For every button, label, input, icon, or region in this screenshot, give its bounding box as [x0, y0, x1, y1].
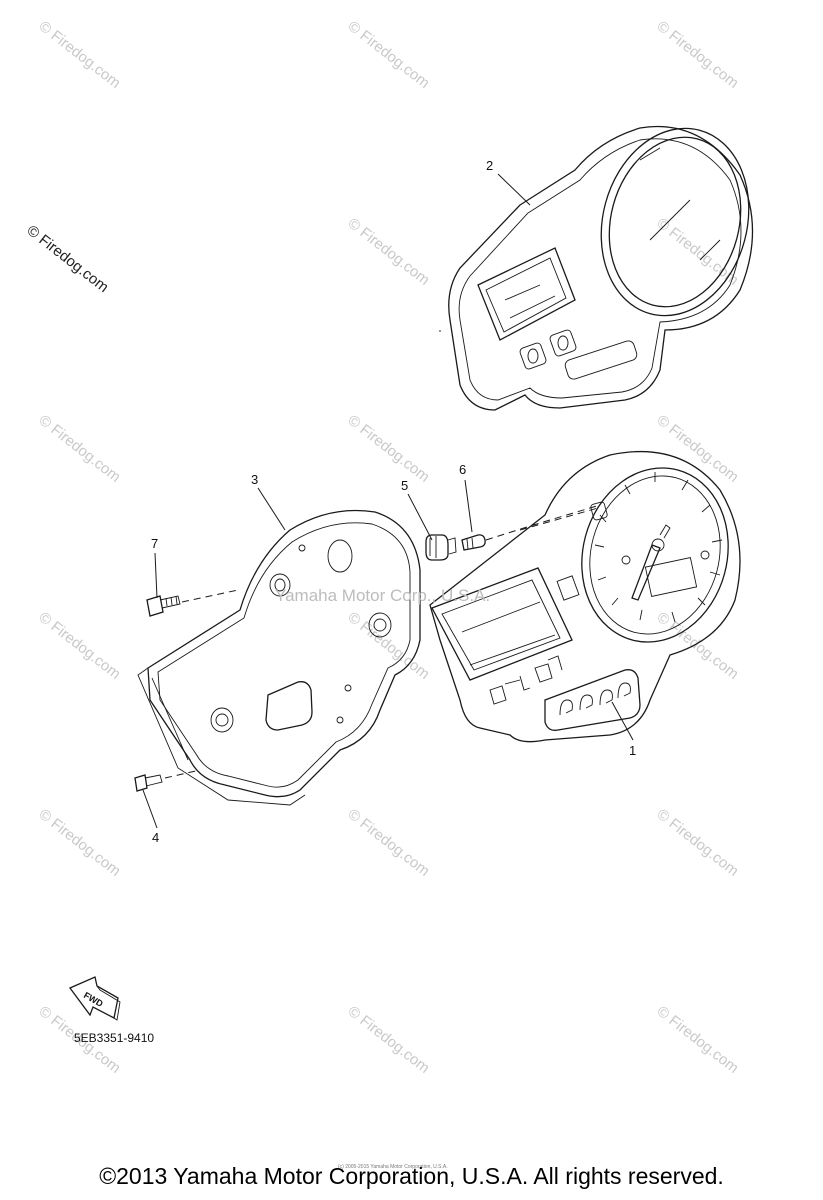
callout-3: 3	[251, 472, 258, 487]
yamaha-overlay-watermark: Yamaha Motor Corp., U.S.A.	[275, 586, 491, 605]
callout-4: 4	[152, 830, 159, 845]
tiny-copyright: (c) 2005-2015 Yamaha Motor Corporation, …	[338, 1164, 448, 1170]
diagram-part-number: 5EB3351-9410	[74, 1031, 155, 1045]
meter-case-part	[137, 509, 421, 806]
bulb-socket-5-part	[425, 534, 457, 561]
screw-7-part	[146, 589, 239, 617]
bulb-6-part	[461, 504, 601, 551]
callout-2: 2	[486, 158, 493, 173]
watermark: © Firedog.com	[36, 609, 124, 683]
meter-cover-part	[448, 125, 754, 411]
forward-arrow-icon: FWD	[68, 976, 121, 1021]
watermark-grid: © Firedog.com © Firedog.com © Firedog.co…	[36, 18, 742, 1077]
screw-4-part	[134, 769, 201, 792]
meter-assembly-part	[429, 450, 741, 743]
watermark: © Firedog.com	[36, 18, 124, 92]
watermark: © Firedog.com	[654, 412, 742, 486]
leader-lines	[142, 173, 634, 829]
watermark: © Firedog.com	[36, 806, 124, 880]
watermark: © Firedog.com	[345, 1003, 433, 1077]
watermark: © Firedog.com	[345, 412, 433, 486]
watermark: © Firedog.com	[654, 18, 742, 92]
watermark: © Firedog.com	[345, 215, 433, 289]
watermark: © Firedog.com	[345, 18, 433, 92]
footer-copyright: ©2013 Yamaha Motor Corporation, U.S.A. A…	[99, 1163, 724, 1189]
callout-7: 7	[151, 536, 158, 551]
callout-6: 6	[459, 462, 466, 477]
assembly-guide-line	[519, 507, 599, 531]
watermark: © Firedog.com	[654, 1003, 742, 1077]
watermark: © Firedog.com	[345, 806, 433, 880]
callout-5: 5	[401, 478, 408, 493]
watermark: © Firedog.com	[654, 806, 742, 880]
watermark: © Firedog.com	[36, 412, 124, 486]
callout-1: 1	[629, 743, 636, 758]
fwd-label: FWD	[82, 990, 105, 1009]
